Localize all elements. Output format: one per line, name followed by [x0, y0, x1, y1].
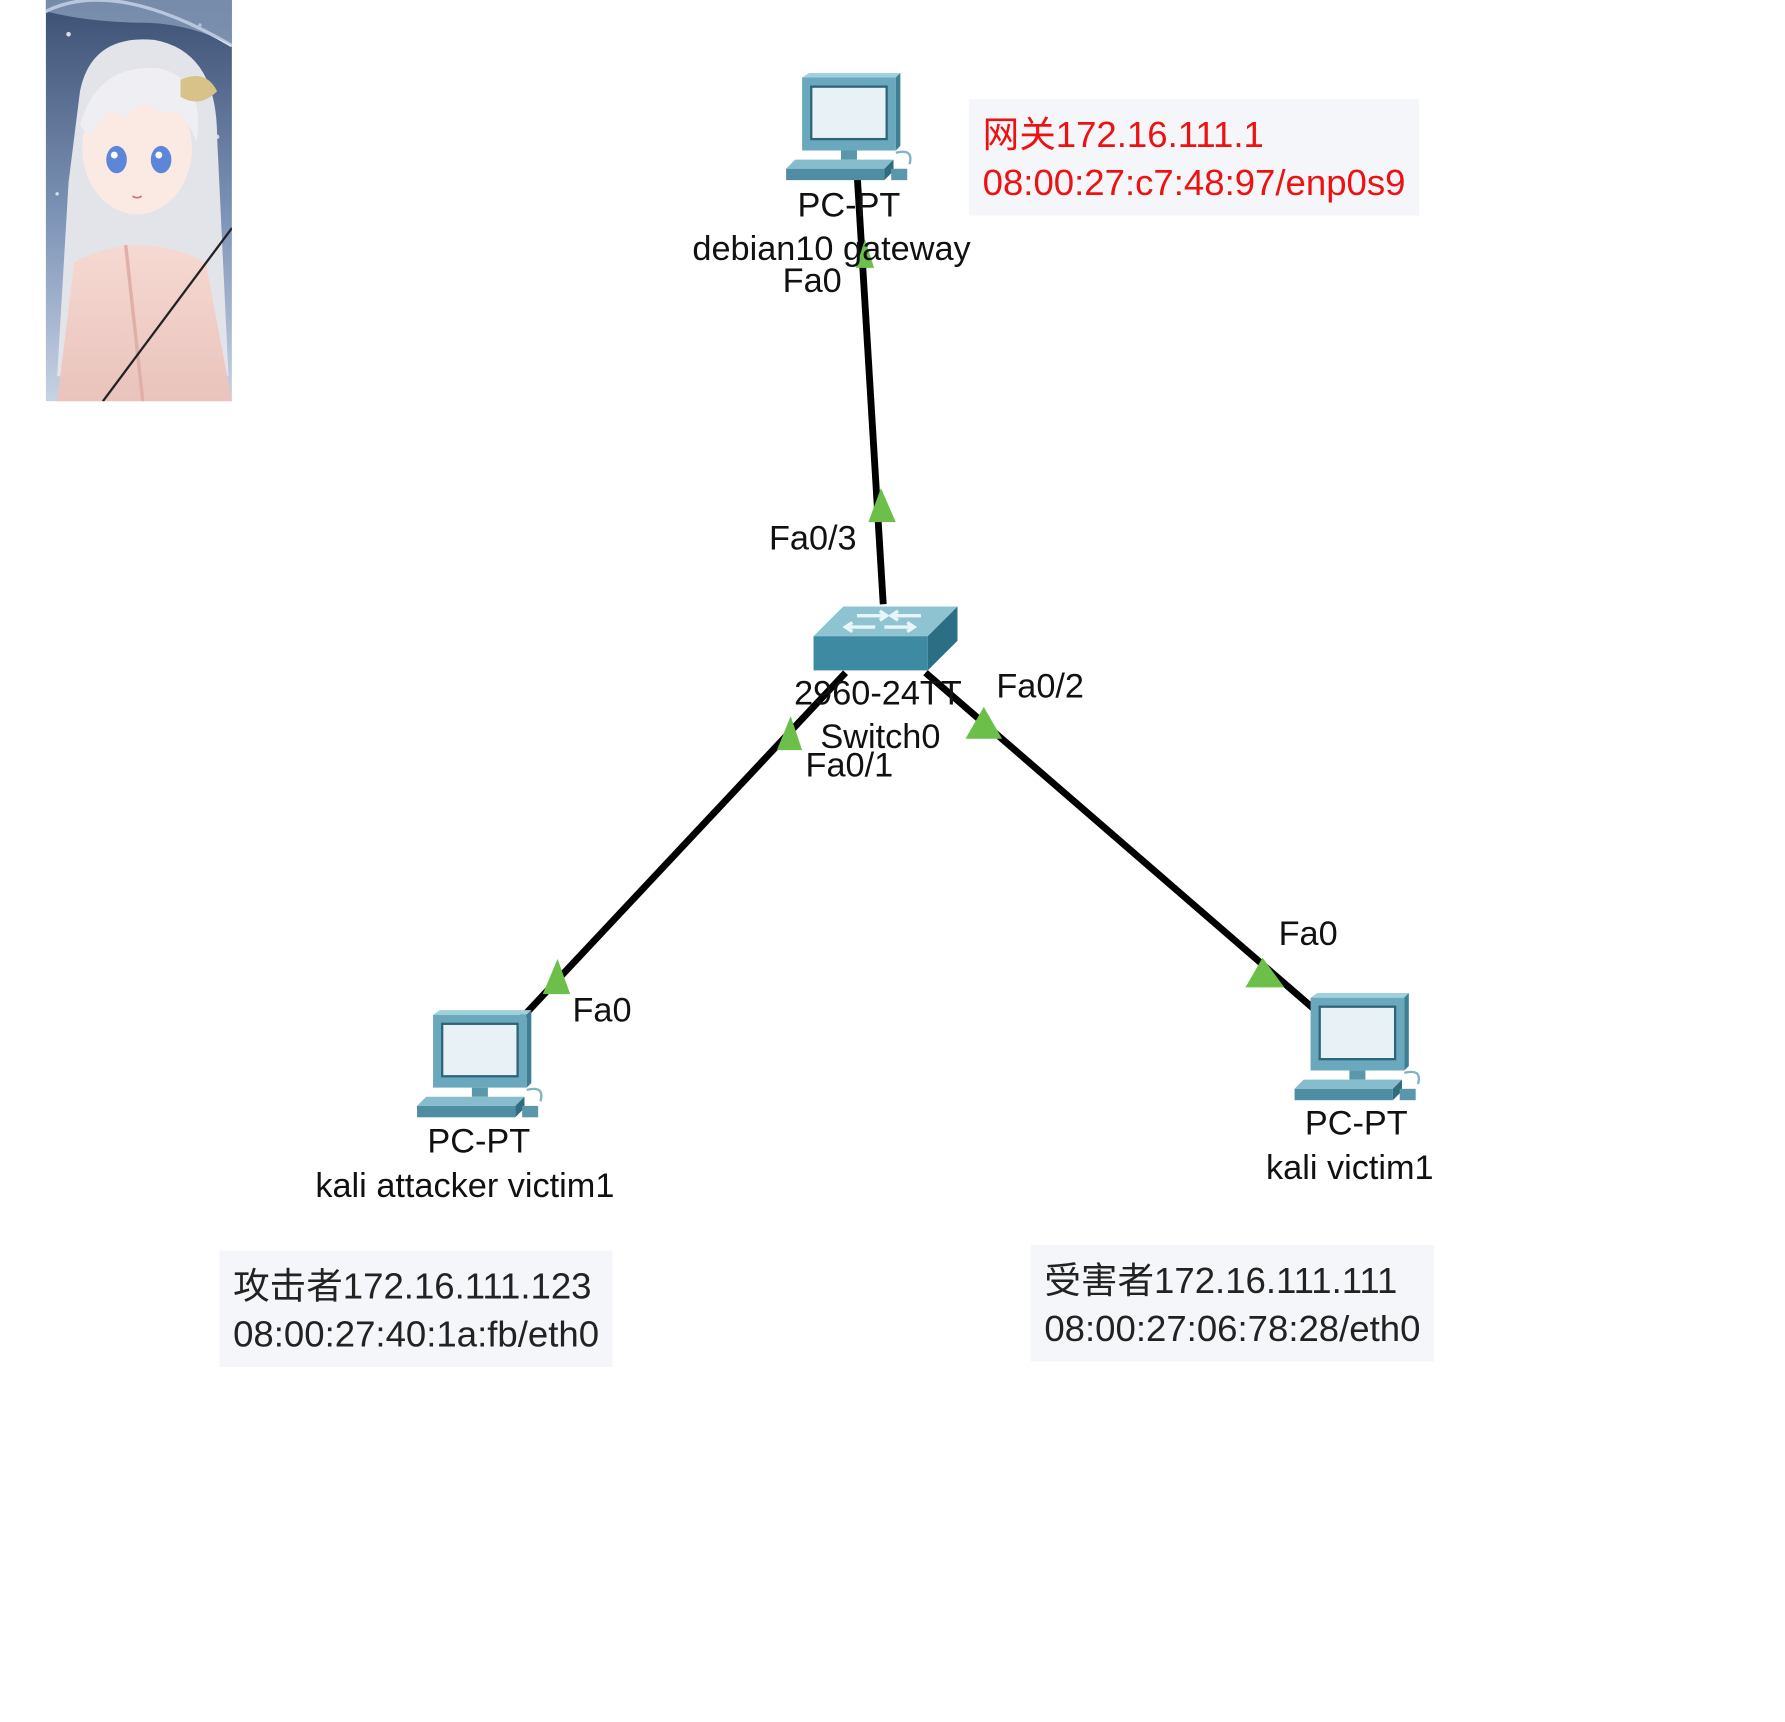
switch-port-fa0-2-label: Fa0/2 [996, 668, 1085, 706]
victim-port-label: Fa0 [1278, 915, 1338, 954]
switch-port-fa0-1-label: Fa0/1 [805, 746, 894, 785]
gateway-ip-text: 网关172.16.111.1 [982, 114, 1264, 156]
attacker-port-label: Fa0 [572, 991, 632, 1030]
avatar [45, 0, 232, 402]
gateway-mac-text: 08:00:27:c7:48:97/enp0s9 [982, 161, 1406, 203]
pc-icon[interactable] [1294, 993, 1420, 1101]
port-up-marker-attacker-fa0 [542, 958, 571, 995]
port-up-marker-gateway-fa0 [855, 239, 875, 268]
topology-diagram [417, 72, 1420, 1118]
victim-mac-text: 08:00:27:06:78:28/eth0 [1044, 1307, 1421, 1349]
attacker-ip-text: 攻击者172.16.111.123 [233, 1265, 592, 1307]
link-switch-attacker[interactable] [511, 670, 849, 1029]
victim-ip-text: 受害者172.16.111.111 [1044, 1259, 1398, 1301]
gateway-port-label: Fa0 [782, 262, 842, 300]
gateway-model-label: PC-PT [797, 186, 901, 225]
victim-note: 受害者172.16.111.111 08:00:27:06:78:28/eth0 [1030, 1244, 1435, 1362]
port-up-marker-switch-fa0-1 [776, 715, 803, 751]
pc-icon[interactable] [786, 72, 912, 181]
port-up-marker-switch-fa0-2 [965, 706, 1003, 739]
switch-model-label: 2960-24TT [794, 674, 962, 713]
victim-model-label: PC-PT [1304, 1104, 1408, 1143]
switch-port-fa0-3-label: Fa0/3 [768, 519, 857, 558]
attacker-note: 攻击者172.16.111.123 08:00:27:40:1a:fb/eth0 [219, 1250, 613, 1367]
switch-icon[interactable] [813, 606, 958, 671]
attacker-model-label: PC-PT [427, 1122, 531, 1161]
anime-avatar-image [45, 0, 232, 402]
victim-name-label: kali victim1 [1266, 1149, 1434, 1187]
attacker-mac-text: 08:00:27:40:1a:fb/eth0 [233, 1313, 600, 1355]
link-gateway-switch[interactable] [853, 170, 887, 605]
attacker-name-label: kali attacker victim1 [315, 1167, 615, 1206]
gateway-name-label: debian10 gateway [692, 230, 971, 268]
gateway-note: 网关172.16.111.1 08:00:27:c7:48:97/enp0s9 [968, 99, 1420, 216]
pc-icon[interactable] [417, 1010, 543, 1118]
switch-name-label: Switch0 [820, 718, 941, 756]
port-up-marker-victim-fa0 [1245, 957, 1285, 988]
port-up-marker-switch-fa0-3 [868, 487, 896, 523]
